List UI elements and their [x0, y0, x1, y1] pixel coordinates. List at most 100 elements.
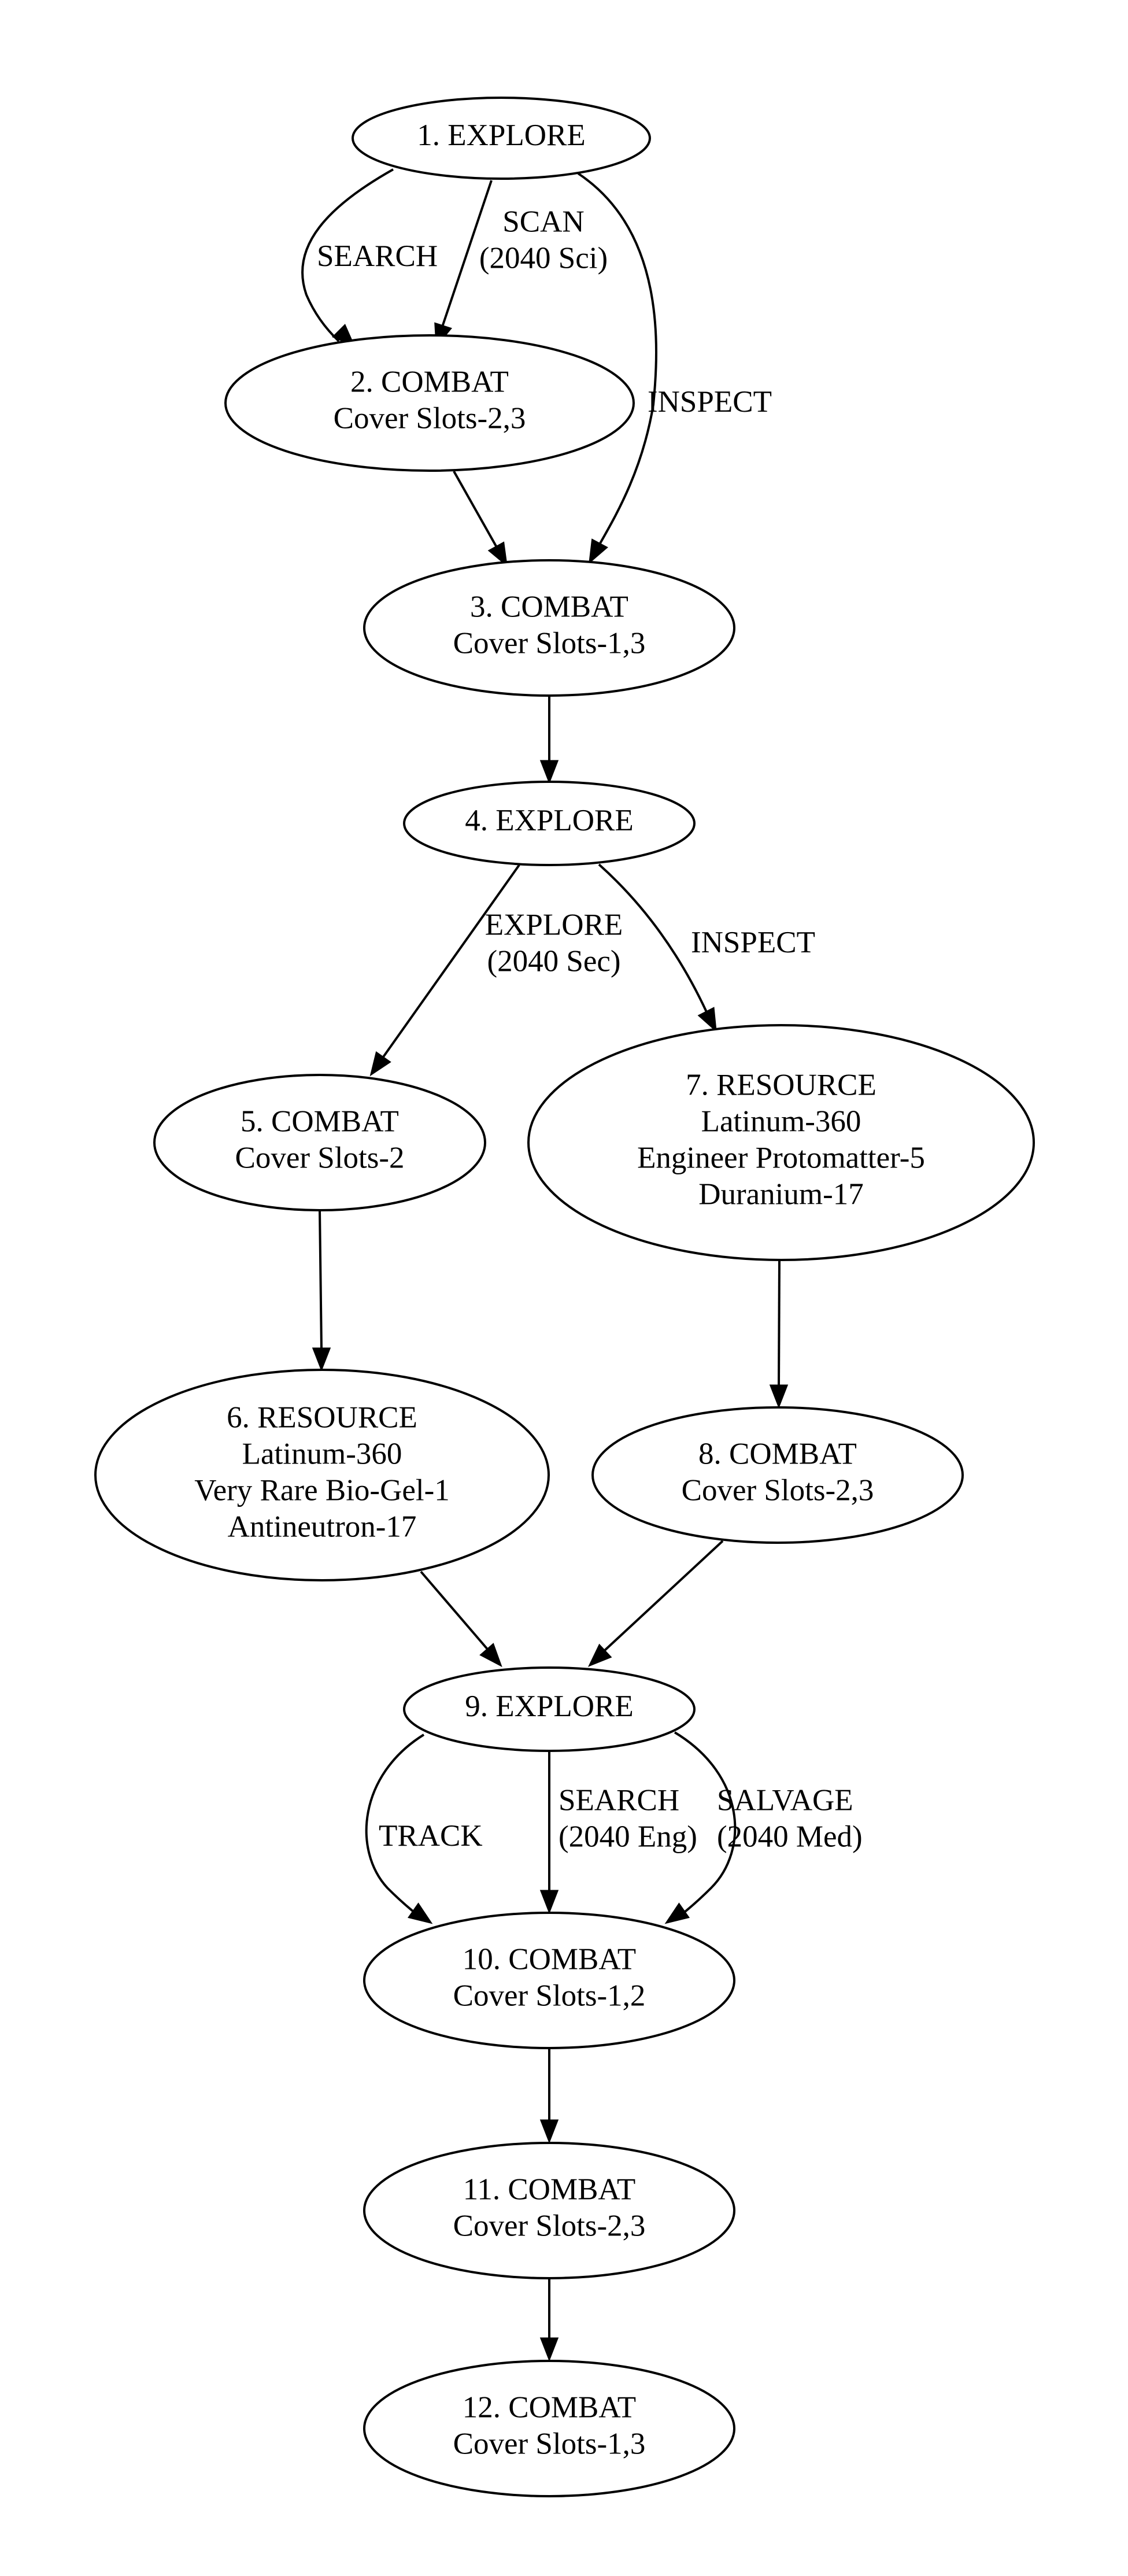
node-detail-line: Cover Slots-2,3	[453, 2209, 646, 2243]
edge-label-line: SEARCH	[317, 239, 438, 273]
node-detail-line: Cover Slots-1,3	[453, 627, 646, 660]
node-label: 1. EXPLORE	[417, 119, 586, 152]
node-title: 9. EXPLORE	[465, 1690, 634, 1723]
arrowhead-icon	[539, 1890, 559, 1915]
node-ellipse	[94, 1369, 550, 1581]
edge-label-line: (2040 Med)	[717, 1820, 863, 1854]
node-detail-line: Antineutron-17	[228, 1510, 417, 1544]
node-title: 10. COMBAT	[463, 1943, 636, 1976]
edge-label: SEARCH(2040 Eng)	[559, 1784, 697, 1854]
edge-label: EXPLORE(2040 Sec)	[485, 908, 623, 978]
node-title: 6. RESOURCE	[227, 1401, 417, 1435]
edge-label: INSPECT	[691, 926, 815, 959]
edge-n1-n2: SCAN(2040 Sci)	[434, 180, 608, 348]
arrowhead-icon	[487, 541, 508, 567]
edge-n5-n6	[312, 1210, 331, 1372]
edge-line	[319, 1210, 323, 1350]
node-detail-line: Very Rare Bio-Gel-1	[194, 1474, 450, 1507]
edge-n3-n4	[539, 696, 559, 785]
edge-line	[603, 1540, 724, 1652]
edge-n11-n12	[539, 2278, 559, 2362]
edge-label: TRACK	[379, 1819, 483, 1853]
node-title: 3. COMBAT	[470, 590, 628, 624]
edge-n10-n11	[539, 2048, 559, 2144]
arrowhead-icon	[587, 1643, 612, 1667]
node-detail-line: Engineer Protomatter-5	[637, 1141, 925, 1175]
edge-n9-n10: TRACK	[365, 1734, 483, 1924]
node-detail-line: Duranium-17	[698, 1178, 864, 1211]
node-title: 2. COMBAT	[350, 365, 509, 399]
node-detail-line: Cover Slots-2,3	[682, 1474, 874, 1507]
arrowhead-icon	[539, 760, 559, 785]
node-ellipse	[591, 1406, 964, 1544]
node-detail-line: Latinum-360	[242, 1437, 402, 1471]
node-ellipse	[363, 559, 735, 697]
edge-label: SCAN(2040 Sci)	[479, 205, 608, 275]
edge-label-line: (2040 Sec)	[487, 945, 620, 978]
node-ellipse	[363, 2142, 735, 2279]
edge-line	[453, 471, 498, 549]
node-n4: 4. EXPLORE	[403, 781, 696, 866]
edge-n4-n7: INSPECT	[598, 863, 815, 1033]
edge-n4-n5: EXPLORE(2040 Sec)	[369, 864, 623, 1077]
node-n9: 9. EXPLORE	[403, 1666, 696, 1752]
node-n1: 1. EXPLORE	[352, 97, 651, 180]
node-label: 9. EXPLORE	[465, 1690, 634, 1723]
node-title: 5. COMBAT	[241, 1105, 399, 1139]
node-title: 8. COMBAT	[698, 1437, 857, 1471]
edge-n1-n3: INSPECT	[577, 172, 772, 564]
node-detail-line: Latinum-360	[701, 1105, 861, 1139]
edge-n1-n2: SEARCH	[301, 168, 438, 348]
edge-n7-n8	[769, 1260, 789, 1409]
edge-line	[441, 180, 493, 327]
node-detail-line: Cover Slots-1,3	[453, 2427, 646, 2461]
node-ellipse	[224, 334, 635, 472]
arrowhead-icon	[407, 1902, 433, 1924]
edge-n2-n3	[453, 471, 508, 567]
node-detail-line: Cover Slots-2	[235, 1141, 405, 1175]
edge-line	[365, 1734, 425, 1915]
arrowhead-icon	[589, 538, 608, 564]
arrowhead-icon	[769, 1384, 789, 1409]
edge-label-line: (2040 Eng)	[559, 1820, 697, 1854]
node-detail-line: Cover Slots-2,3	[334, 402, 526, 435]
edge-label-line: (2040 Sci)	[479, 242, 608, 275]
node-ellipse	[403, 781, 696, 866]
edge-label-line: EXPLORE	[485, 908, 623, 942]
node-ellipse	[363, 1912, 735, 2049]
edge-n9-n10: SALVAGE(2040 Med)	[664, 1731, 863, 1924]
arrowhead-icon	[369, 1051, 391, 1077]
node-detail-line: Cover Slots-1,2	[453, 1979, 646, 2013]
edge-label-line: INSPECT	[648, 385, 772, 419]
edge-label: INSPECT	[648, 385, 772, 419]
node-title: 11. COMBAT	[463, 2173, 635, 2207]
edge-line	[301, 168, 394, 342]
edge-line	[577, 172, 657, 547]
arrowhead-icon	[479, 1643, 502, 1668]
edge-label-line: SCAN	[502, 205, 584, 239]
edge-n8-n9	[587, 1540, 724, 1667]
node-title: 7. RESOURCE	[686, 1069, 876, 1102]
node-title: 4. EXPLORE	[465, 804, 634, 837]
node-title: 1. EXPLORE	[417, 119, 586, 152]
node-ellipse	[153, 1074, 486, 1211]
edge-label-line: INSPECT	[691, 926, 815, 959]
arrowhead-icon	[664, 1902, 690, 1924]
